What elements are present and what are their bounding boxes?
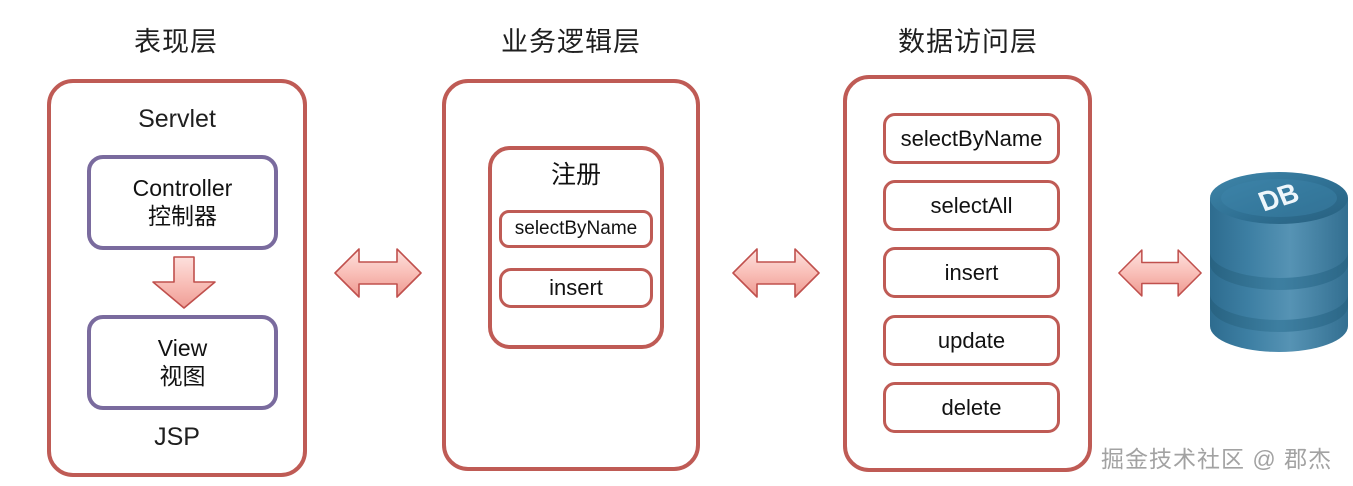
- database-icon[interactable]: DB DB: [1206, 168, 1352, 358]
- business-method-selectbyname[interactable]: selectByName: [499, 210, 653, 248]
- dao-method-delete[interactable]: delete: [883, 382, 1060, 433]
- business-method-label: insert: [549, 275, 603, 301]
- controller-label-cn: 控制器: [148, 202, 217, 229]
- controller-box[interactable]: Controller 控制器: [87, 155, 278, 250]
- dao-method-insert[interactable]: insert: [883, 247, 1060, 298]
- column-header-business-logic: 业务逻辑层: [501, 27, 641, 57]
- dao-method-label: selectByName: [900, 125, 1043, 151]
- dao-method-selectall[interactable]: selectAll: [883, 180, 1060, 231]
- dao-method-label: insert: [944, 259, 999, 285]
- dao-method-selectbyname[interactable]: selectByName: [883, 113, 1060, 164]
- controller-to-view-arrow: [151, 256, 217, 310]
- business-method-label: selectByName: [514, 217, 638, 239]
- servlet-label: Servlet: [138, 105, 216, 133]
- register-group-title: 注册: [550, 161, 601, 189]
- watermark: 掘金技术社区 @ 郡杰: [1101, 446, 1333, 472]
- view-label-en: View: [157, 335, 208, 362]
- data-to-database-arrow: [1117, 245, 1203, 301]
- dao-method-label: selectAll: [930, 192, 1013, 218]
- business-method-insert[interactable]: insert: [499, 268, 653, 308]
- business-to-data-arrow: [731, 245, 821, 301]
- dao-method-update[interactable]: update: [883, 315, 1060, 366]
- column-header-presentation: 表现层: [134, 27, 218, 57]
- jsp-label: JSP: [154, 423, 200, 451]
- controller-label-en: Controller: [132, 175, 233, 202]
- dao-method-label: delete: [941, 394, 1002, 420]
- view-label-cn: 视图: [159, 362, 206, 389]
- view-box[interactable]: View 视图: [87, 315, 278, 410]
- column-header-data-access: 数据访问层: [898, 27, 1038, 57]
- presentation-to-business-arrow: [333, 245, 423, 301]
- dao-method-label: update: [937, 327, 1006, 353]
